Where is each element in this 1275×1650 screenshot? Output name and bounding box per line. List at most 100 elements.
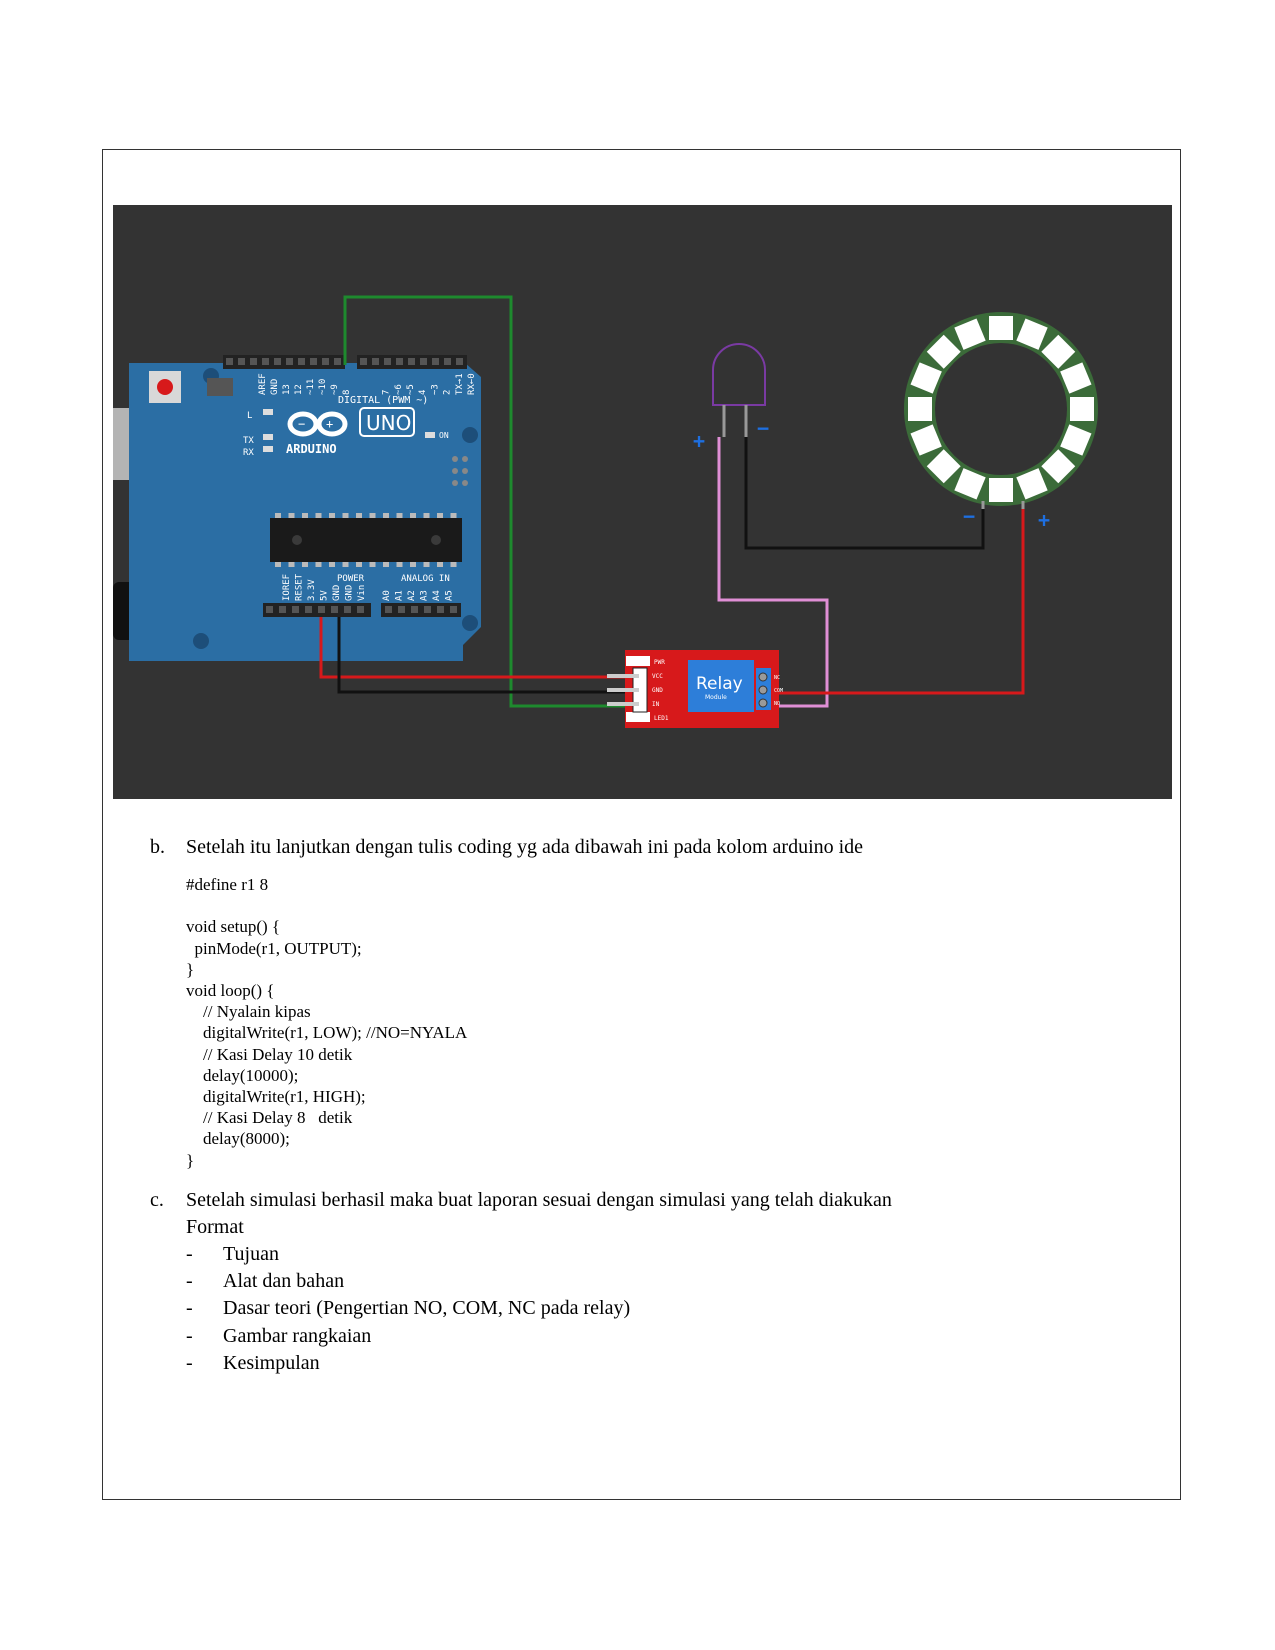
power-pin-label: GND	[345, 585, 355, 601]
relay-subtitle: Module	[705, 694, 727, 701]
relay-led-label: LED1	[654, 715, 669, 722]
ring-pixel	[1060, 362, 1092, 394]
analog-pin-label: A5	[445, 590, 455, 601]
ring-pixel	[989, 478, 1013, 502]
list-item: Dasar teori (Pengertian NO, COM, NC pada…	[223, 1297, 631, 1320]
code-line: delay(10000);	[186, 1065, 299, 1085]
digital-pin-label: RX←0	[467, 373, 477, 395]
relay-pin-gnd: GND	[652, 687, 663, 694]
tx-label: TX	[243, 436, 254, 446]
list-bullet: -	[186, 1351, 193, 1374]
digital-pin-label: ~6	[394, 384, 404, 395]
step-b-marker: b.	[150, 836, 165, 858]
relay-pin-in: IN	[652, 701, 660, 708]
power-pin-label: 3.3V	[307, 579, 317, 601]
power-label: POWER	[337, 574, 365, 584]
analog-label: ANALOG IN	[401, 574, 450, 584]
list-item: Tujuan	[223, 1243, 279, 1265]
relay-pwr-label: PWR	[654, 659, 665, 666]
ring-minus-label: −	[963, 504, 975, 528]
code-line: // Kasi Delay 8 detik	[186, 1108, 353, 1128]
relay-terminal-no: NO	[774, 701, 780, 707]
arduino-logo-icon	[287, 411, 348, 437]
rx-label: RX	[243, 448, 254, 458]
analog-pin-label: A0	[382, 590, 392, 601]
red-wire-5v	[319, 617, 628, 679]
uno-badge	[359, 407, 415, 437]
power-pin-label: IOREF	[282, 574, 292, 601]
code-line: pinMode(r1, OUTPUT);	[186, 938, 362, 958]
power-pin-label: Vin	[357, 585, 367, 601]
code-line: digitalWrite(r1, HIGH);	[186, 1087, 366, 1106]
relay-box	[688, 660, 754, 712]
digital-pin-label: 13	[282, 384, 292, 395]
digital-pin-label: GND	[270, 379, 280, 395]
ring-pixel	[1070, 397, 1094, 421]
ring-pixel	[908, 397, 932, 421]
ring-pixel	[910, 424, 942, 456]
svg-text:+: +	[326, 417, 333, 431]
code-line: // Kasi Delay 10 detik	[186, 1044, 353, 1064]
ring-plus-label: +	[1038, 508, 1050, 532]
analog-header	[381, 603, 461, 617]
digital-pin-label: 4	[418, 390, 428, 395]
digital-pin-label: ~11	[306, 379, 316, 395]
ring-pixel	[954, 318, 986, 350]
led-plus-label: +	[693, 429, 705, 453]
ring-pixel	[1041, 334, 1076, 369]
ring-pixel	[910, 362, 942, 394]
ring-pixel	[1060, 424, 1092, 456]
digital-pin-label: ~5	[406, 384, 416, 395]
svg-text:−: −	[298, 417, 305, 431]
digital-label: DIGITAL (PWM ~)	[338, 395, 428, 406]
list-bullet: -	[186, 1243, 193, 1265]
relay-pin-vcc: VCC	[652, 673, 663, 680]
red-wire-ring	[763, 505, 1025, 695]
arduino-board	[129, 363, 481, 661]
code-line: // Nyalain kipas	[186, 1002, 311, 1022]
list-item: Gambar rangkaian	[223, 1324, 372, 1347]
code-line: #define r1 8	[186, 875, 269, 894]
analog-pin-label: A1	[395, 590, 405, 601]
analog-pin-label: A4	[432, 590, 442, 601]
led-icon	[712, 343, 766, 406]
ring-pixel	[926, 449, 961, 484]
black-wire-gnd	[337, 617, 628, 694]
power-pin-label: RESET	[295, 573, 305, 601]
list-item: Alat dan bahan	[223, 1270, 345, 1293]
power-pin-label: GND	[332, 585, 342, 601]
digital-pin-label: 12	[294, 384, 304, 395]
relay-title: Relay	[696, 674, 743, 694]
code-line: digitalWrite(r1, LOW); //NO=NYALA	[186, 1023, 468, 1043]
digital-pin-label: ~9	[330, 384, 340, 395]
code-line: }	[186, 1150, 195, 1170]
ring-pixel	[954, 468, 986, 500]
ring-pixel	[989, 316, 1013, 340]
digital-pin-label: 7	[382, 390, 392, 395]
l-label: L	[247, 411, 252, 421]
format-label: Format	[186, 1216, 244, 1238]
digital-pin-label: 2	[443, 390, 453, 395]
digital-pin-label: AREF	[258, 373, 268, 395]
list-bullet: -	[186, 1324, 193, 1347]
step-c-marker: c.	[150, 1189, 164, 1211]
analog-pin-label: A3	[420, 590, 430, 601]
step-b-text: Setelah itu lanjutkan dengan tulis codin…	[186, 836, 864, 858]
code-line: }	[186, 959, 195, 979]
relay-terminal-com: COM	[774, 688, 783, 694]
code-line: void loop() {	[186, 981, 275, 1000]
code-line: void setup() {	[186, 917, 281, 937]
ring-pixel	[926, 334, 961, 369]
list-item: Kesimpulan	[223, 1351, 320, 1374]
black-wire-led	[744, 437, 985, 550]
led-minus-label: −	[757, 416, 769, 440]
digital-pin-label: ~10	[318, 379, 328, 395]
digital-pin-label: ~3	[430, 384, 440, 395]
ring-pixel	[1016, 468, 1048, 500]
code-line: delay(8000);	[186, 1129, 290, 1149]
step-c-text: Setelah simulasi berhasil maka buat lapo…	[186, 1189, 892, 1211]
ring-pixel	[1016, 318, 1048, 350]
arduino-brand: ARDUINO	[286, 442, 337, 456]
uno-label: UNO	[366, 411, 411, 435]
